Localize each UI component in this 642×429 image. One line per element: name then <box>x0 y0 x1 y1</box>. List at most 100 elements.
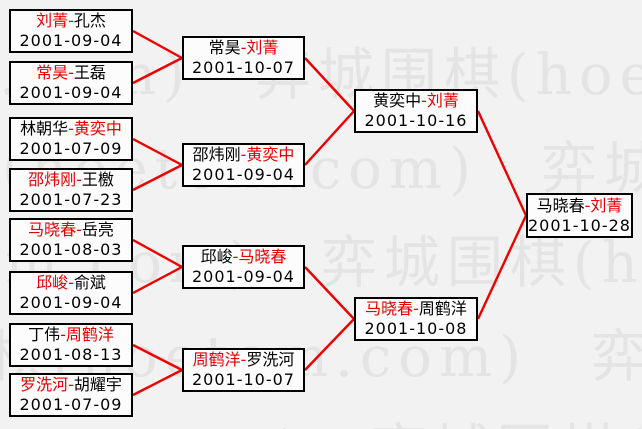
match-date: 2001-10-28 <box>528 215 631 235</box>
player-name: 周鹤洋 <box>192 350 241 369</box>
match-date: 2001-09-04 <box>19 293 123 312</box>
match-date: 2001-08-13 <box>19 345 123 364</box>
vs-dash: - <box>76 220 82 239</box>
vs-dash: - <box>232 247 239 266</box>
player-name: 刘菁 <box>246 38 279 57</box>
match-players: 周鹤洋-罗洗河 <box>193 350 295 370</box>
connector-line <box>304 266 355 320</box>
player-name: 邱峻 <box>200 247 233 266</box>
match-date: 2001-07-09 <box>19 139 123 158</box>
vs-dash: - <box>584 195 591 215</box>
player-name: 林朝华 <box>20 119 69 138</box>
vs-dash: - <box>68 119 74 138</box>
connector-line <box>476 110 528 217</box>
match-players: 林朝华-黄奕中 <box>20 119 122 139</box>
vs-dash: - <box>240 145 247 164</box>
connector-line <box>132 343 183 372</box>
connector-line <box>132 56 183 85</box>
match-players: 邵炜刚-王檄 <box>28 170 114 190</box>
match-players: 常昊-刘菁 <box>209 38 279 58</box>
player-name: 丁伟 <box>28 325 61 344</box>
match-date: 2001-10-16 <box>364 111 468 130</box>
player-name: 王磊 <box>73 63 106 82</box>
player-name: 马晓春 <box>28 220 77 239</box>
vs-dash: - <box>240 350 247 369</box>
match-date: 2001-10-08 <box>364 319 468 338</box>
player-name: 马晓春 <box>536 195 585 215</box>
vs-dash: - <box>68 375 74 394</box>
match-players: 马晓春-刘菁 <box>537 196 623 216</box>
match-date: 2001-09-04 <box>19 31 123 50</box>
connector-line <box>132 368 183 397</box>
player-name: 刘菁 <box>426 91 459 110</box>
player-name: 刘菁 <box>36 11 69 30</box>
connector-line <box>304 110 355 166</box>
connector-line <box>304 57 355 112</box>
match-players: 黄奕中-刘菁 <box>373 91 459 111</box>
connector-line <box>132 163 183 192</box>
connector-line <box>476 214 528 320</box>
player-name: 常昊 <box>36 63 69 82</box>
vs-dash: - <box>68 63 74 82</box>
player-name: 邵炜刚 <box>192 145 241 164</box>
match-players: 刘菁-孔杰 <box>36 11 106 31</box>
vs-dash: - <box>421 91 427 110</box>
match-players: 邱峻-俞斌 <box>36 273 106 293</box>
player-name: 邵炜刚 <box>28 170 77 189</box>
connector-line <box>132 238 183 269</box>
match-players: 邱峻-马晓春 <box>201 247 287 267</box>
player-name: 俞斌 <box>73 273 106 292</box>
player-name: 黄奕中 <box>73 119 122 138</box>
match-players: 罗洗河-胡耀宇 <box>20 375 122 395</box>
vs-dash: - <box>413 299 419 318</box>
match-players: 马晓春-岳亮 <box>28 220 114 240</box>
match-date: 2001-07-23 <box>19 190 123 209</box>
connector-line <box>132 29 183 60</box>
player-name: 王檄 <box>81 170 114 189</box>
player-name: 周鹤洋 <box>65 325 114 344</box>
match-date: 2001-09-04 <box>192 165 295 184</box>
match-players: 邵炜刚-黄奕中 <box>193 145 295 165</box>
player-name: 周鹤洋 <box>418 299 467 318</box>
player-name: 常昊 <box>208 38 241 57</box>
vs-dash: - <box>76 170 82 189</box>
player-name: 刘菁 <box>590 195 623 215</box>
match-players: 丁伟-周鹤洋 <box>28 325 114 345</box>
player-name: 岳亮 <box>81 220 114 239</box>
vs-dash: - <box>240 38 247 57</box>
vs-dash: - <box>68 11 74 30</box>
connector-line <box>132 265 183 295</box>
vs-dash: - <box>68 273 74 292</box>
player-name: 黄奕中 <box>246 145 295 164</box>
player-name: 罗洗河 <box>20 375 69 394</box>
connector-line <box>304 318 355 371</box>
vs-dash: - <box>60 325 66 344</box>
connector-line <box>132 137 183 167</box>
player-name: 孔杰 <box>73 11 106 30</box>
player-name: 胡耀宇 <box>73 375 122 394</box>
match-date: 2001-10-07 <box>192 58 295 77</box>
match-players: 马晓春-周鹤洋 <box>365 299 467 319</box>
player-name: 邱峻 <box>36 273 69 292</box>
match-date: 2001-09-04 <box>19 83 123 102</box>
match-date: 2001-10-07 <box>192 370 295 389</box>
watermark-row: 弈城围棋(hoetom.com) 弈城围棋(hoetom.com) 弈城围棋(h… <box>0 406 642 429</box>
match-players: 常昊-王磊 <box>36 63 106 83</box>
player-name: 黄奕中 <box>373 91 422 110</box>
player-name: 罗洗河 <box>246 350 295 369</box>
